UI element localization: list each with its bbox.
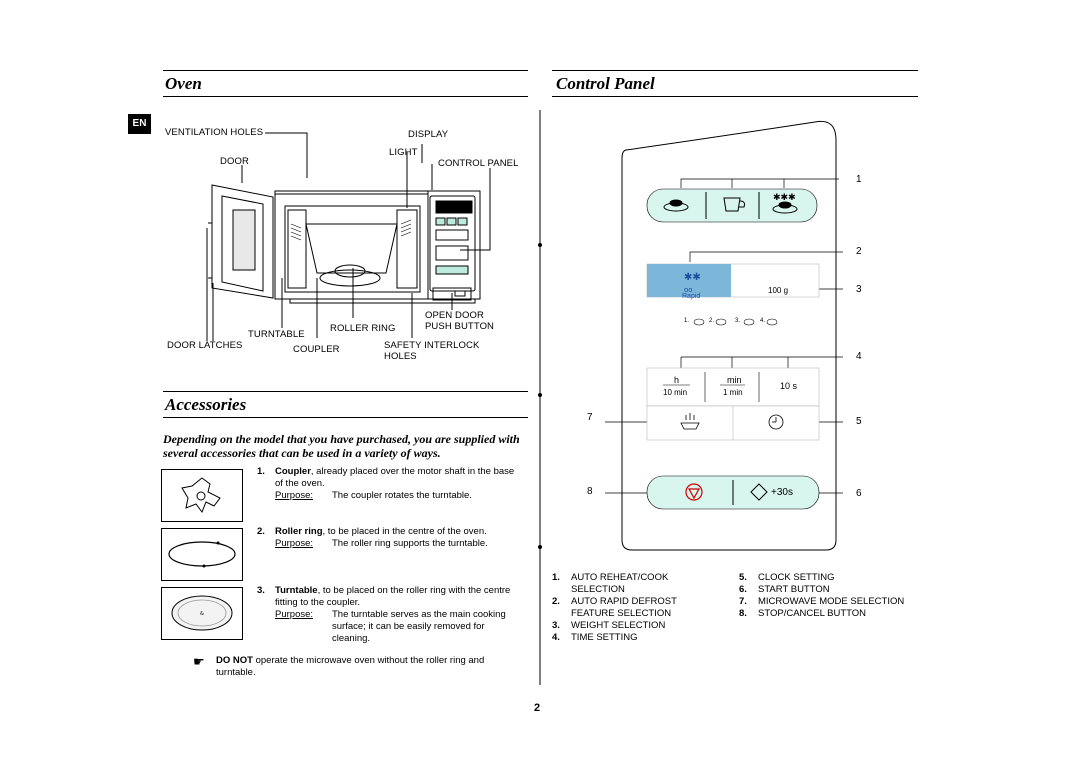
label-door: DOOR — [220, 156, 249, 167]
legend-left: 1.AUTO REHEAT/COOK SELECTION 2.AUTO RAPI… — [552, 572, 732, 644]
pointing-hand-icon: ☛ — [193, 654, 205, 669]
accessory-1-num: 1. — [257, 466, 265, 477]
oven-illustration — [206, 132, 491, 341]
roller-ring-icon — [168, 541, 236, 568]
control-panel-title-top-rule — [552, 70, 918, 71]
accessories-title-top-rule — [163, 391, 528, 392]
column-divider — [538, 110, 542, 685]
accessory-1: 1. Coupler, already placed over the moto… — [257, 466, 523, 502]
legend-item-4: 4.TIME SETTING — [552, 632, 638, 643]
accessory-1-desc: , already placed over the motor shaft in… — [275, 466, 515, 489]
language-badge: EN — [128, 114, 151, 134]
control-panel-title: Control Panel — [556, 74, 655, 93]
accessory-3-purpose-label: Purpose: — [275, 609, 314, 620]
svg-text:✱✱✱: ✱✱✱ — [773, 193, 796, 203]
callout-1: 1 — [856, 174, 862, 185]
callout-6: 6 — [856, 488, 862, 499]
time-minute-step: 1 min — [723, 388, 743, 397]
safety-note: DO NOT operate the microwave oven withou… — [216, 655, 526, 679]
legend-item-2: 2.AUTO RAPID DEFROST FEATURE SELECTION — [552, 596, 677, 619]
callout-8: 8 — [587, 486, 593, 497]
defrost-item-3: 3. — [735, 318, 741, 324]
oven-title-top-rule — [163, 70, 528, 71]
time-hour-label[interactable]: h — [674, 375, 680, 385]
svg-text:&: & — [200, 611, 204, 617]
accessory-3: 3. Turntable, to be placed on the roller… — [257, 585, 523, 645]
callout-3: 3 — [856, 284, 862, 295]
defrost-item-4: 4. — [760, 318, 766, 324]
label-light: LIGHT — [389, 147, 418, 158]
legend-item-3: 3.WEIGHT SELECTION — [552, 620, 666, 631]
accessory-3-purpose: The turntable serves as the main cooking… — [332, 609, 506, 644]
accessory-2-name: Roller ring — [275, 526, 323, 537]
accessory-1-purpose-label: Purpose: — [275, 490, 314, 501]
legend-item-8: 8.STOP/CANCEL BUTTON — [739, 608, 867, 619]
callout-4: 4 — [856, 351, 862, 362]
legend-item-1: 1.AUTO REHEAT/COOK SELECTION — [552, 572, 669, 595]
label-ventilation-holes: VENTILATION HOLES — [165, 127, 264, 138]
roller-ring-image — [161, 528, 243, 581]
svg-text:✱✱: ✱✱ — [684, 272, 701, 283]
page-number: 2 — [534, 702, 541, 714]
weight-display: 100 g — [768, 286, 789, 295]
start-button-label[interactable]: +30s — [771, 487, 793, 498]
callout-7: 7 — [587, 412, 593, 423]
label-control-panel: CONTROL PANEL — [438, 158, 519, 169]
label-turntable: TURNTABLE — [248, 329, 305, 340]
accessories-title: Accessories — [165, 395, 247, 414]
safety-note-text: operate the microwave oven without the r… — [216, 655, 485, 678]
accessory-3-name: Turntable — [275, 585, 318, 596]
accessory-2-desc: , to be placed in the centre of the oven… — [322, 526, 487, 537]
label-open-door-push-button: OPEN DOOR PUSH BUTTON — [425, 310, 495, 332]
accessory-3-desc: , to be placed on the roller ring with t… — [275, 585, 511, 608]
accessory-2-num: 2. — [257, 526, 265, 537]
label-door-latches: DOOR LATCHES — [167, 340, 243, 351]
turntable-icon: & — [171, 595, 233, 631]
oven-title-bottom-rule — [163, 96, 528, 97]
defrost-item-1: 1. — [684, 318, 690, 324]
control-panel-title-bottom-rule — [552, 96, 918, 97]
label-roller-ring: ROLLER RING — [330, 323, 396, 334]
accessory-2-purpose: The roller ring supports the turntable. — [332, 538, 488, 549]
control-panel-diagram: ✱✱✱ ✱✱ oo — [605, 120, 843, 551]
time-hour-step: 10 min — [663, 388, 688, 397]
legend-item-5: 5.CLOCK SETTING — [739, 572, 835, 583]
safety-note-bold: DO NOT — [216, 655, 253, 666]
legend-item-6: 6.START BUTTON — [739, 584, 830, 595]
defrost-item-2: 2. — [709, 318, 715, 324]
legend-item-7: 7.MICROWAVE MODE SELECTION — [739, 596, 905, 607]
label-safety-interlock-holes: SAFETY INTERLOCK HOLES — [384, 340, 480, 362]
callout-2: 2 — [856, 246, 862, 257]
accessory-2-purpose-label: Purpose: — [275, 538, 314, 549]
rapid-label[interactable]: Rapid — [682, 293, 701, 300]
accessory-1-purpose: The coupler rotates the turntable. — [332, 490, 472, 501]
label-display: DISPLAY — [408, 129, 449, 140]
time-second-label[interactable]: 10 s — [780, 381, 798, 391]
oven-title: Oven — [165, 74, 202, 93]
coupler-image — [161, 469, 243, 522]
coupler-icon — [181, 477, 221, 514]
label-coupler: COUPLER — [293, 344, 340, 355]
accessory-2: 2. Roller ring, to be placed in the cent… — [257, 526, 523, 550]
callout-5: 5 — [856, 416, 862, 427]
legend-right: 5.CLOCK SETTING 6.START BUTTON 7.MICROWA… — [739, 572, 929, 620]
accessories-intro: Depending on the model that you have pur… — [163, 432, 520, 460]
accessory-1-name: Coupler — [275, 466, 311, 477]
accessories-title-bottom-rule — [163, 417, 528, 418]
svg-text:oo: oo — [684, 286, 693, 294]
time-minute-label[interactable]: min — [727, 375, 742, 385]
turntable-image: & — [161, 587, 243, 640]
accessory-3-num: 3. — [257, 585, 265, 596]
